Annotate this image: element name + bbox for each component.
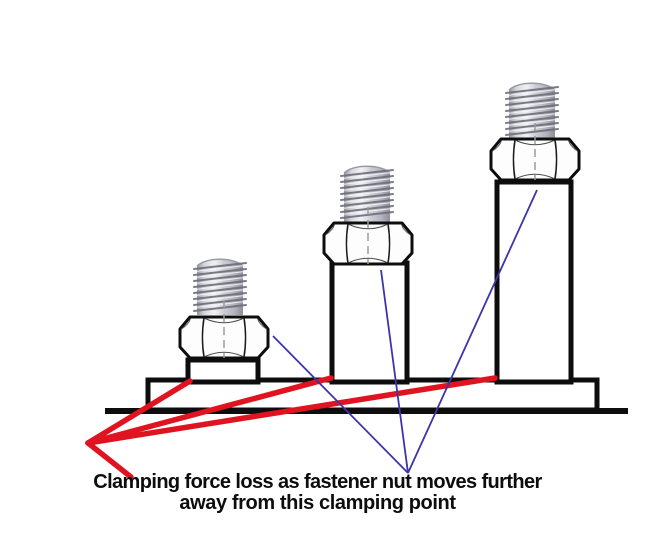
threaded-stud: [193, 258, 247, 316]
fastener-short: [178, 258, 270, 385]
fastener-tall: [489, 82, 581, 385]
fastener-medium: [322, 165, 414, 385]
threaded-stud: [340, 165, 394, 223]
clamping-point-leader-lines: [85, 375, 498, 480]
nut-leader-lines: [272, 189, 538, 474]
spacer-short: [185, 357, 261, 385]
threaded-stud: [505, 82, 559, 140]
caption-line-1: Clamping force loss as fastener nut move…: [93, 471, 542, 493]
standoff-tall: [494, 179, 574, 385]
caption: Clamping force loss as fastener nut move…: [0, 472, 648, 514]
caption-line-2: away from this clamping point: [179, 492, 456, 514]
standoff-medium: [329, 260, 410, 385]
